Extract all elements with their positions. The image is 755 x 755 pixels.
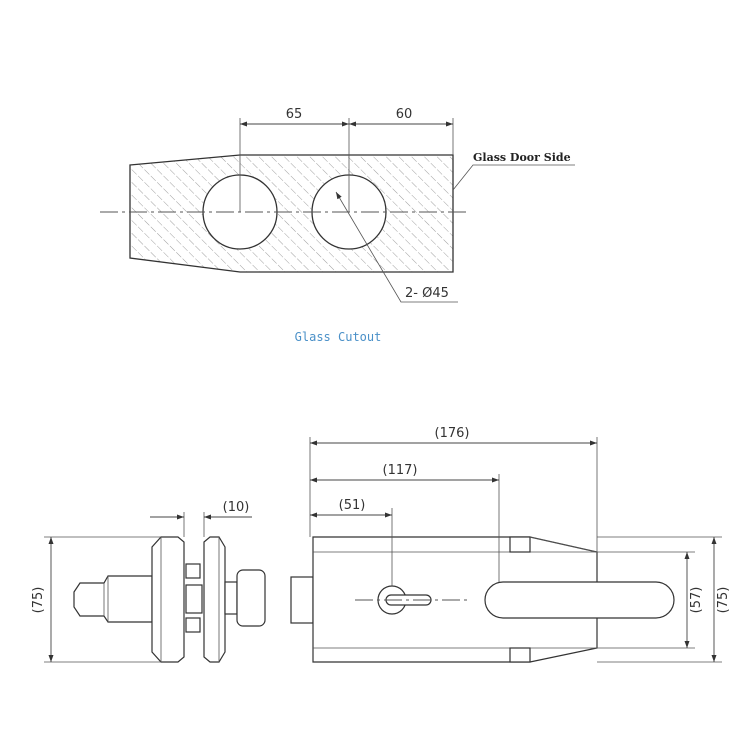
front-spindle [290, 576, 314, 624]
tab-top-slope [529, 536, 598, 553]
dim-label-10: (10) [223, 500, 250, 515]
latch-slot [484, 581, 675, 619]
dim-label-117: (117) [383, 463, 418, 478]
gap-block-top [185, 563, 201, 579]
spindle [73, 575, 153, 623]
dim-label-57: (57) [689, 587, 704, 614]
dim-label-60: 60 [396, 107, 413, 122]
tab-top [509, 536, 531, 553]
center-bolt [185, 584, 203, 614]
gap-block-bottom [185, 617, 201, 633]
side-view-drawing: (10) (75) [31, 500, 266, 663]
glass-outline [129, 154, 454, 273]
hole-diameter-label: 2- Ø45 [405, 286, 449, 301]
knob [236, 569, 266, 627]
nut [224, 581, 238, 615]
dim-label-65: 65 [286, 107, 303, 122]
left-plate [151, 536, 185, 663]
glass-cutout-drawing: 65 60 Glass Door Side 2- Ø45 Glass Cutou… [100, 107, 575, 344]
dim-label-176: (176) [435, 426, 470, 441]
tab-bottom [509, 647, 531, 663]
dim-label-75-front: (75) [716, 587, 731, 614]
right-plate [203, 536, 226, 663]
front-view-drawing: (176) (117) (51) (57) (75) [290, 426, 731, 663]
side-leader [452, 164, 575, 191]
glass-cutout-caption: Glass Cutout [295, 330, 382, 344]
glass-door-side-label: Glass Door Side [473, 151, 571, 164]
dim-label-51: (51) [339, 498, 366, 513]
dim-label-75-side: (75) [31, 587, 46, 614]
hole-leader [335, 191, 458, 303]
